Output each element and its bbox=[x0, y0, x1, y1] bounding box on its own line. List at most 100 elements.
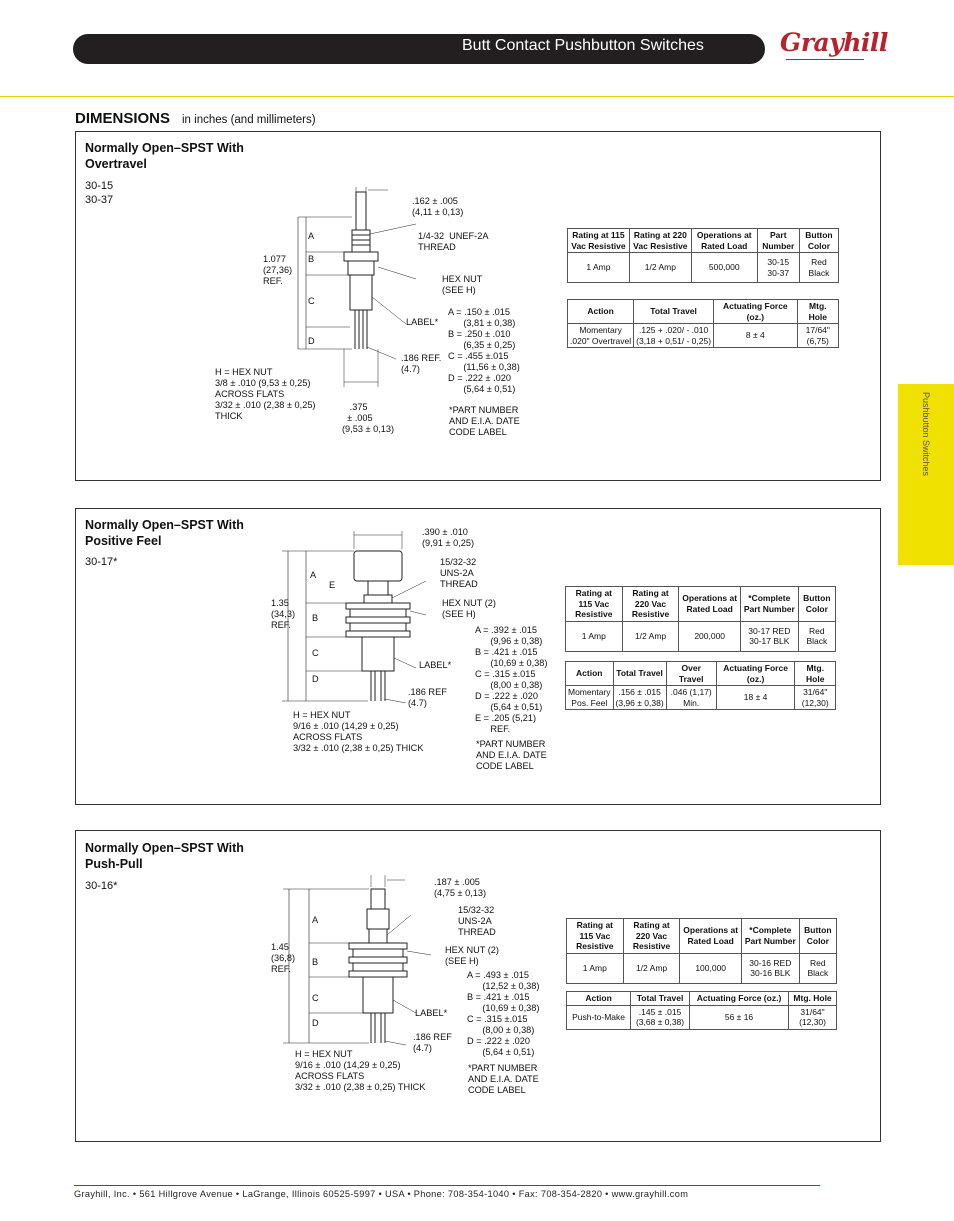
table-cell: Momentary .020" Overtravel bbox=[566, 323, 635, 348]
col-header: Rating at 220 Vac Resistive bbox=[628, 228, 692, 253]
side-tab bbox=[898, 384, 954, 565]
col-header: Actuating Force (oz.) bbox=[688, 991, 790, 1006]
part-number: 30-37 bbox=[85, 194, 114, 206]
part-number: 30-15 bbox=[85, 180, 114, 192]
table-cell: 1 Amp bbox=[567, 252, 630, 283]
table-cell: Red Black bbox=[798, 252, 840, 283]
hex-nut-label: HEX NUT (2) (SEE H) bbox=[442, 598, 496, 619]
col-header: Button Color bbox=[798, 918, 838, 954]
panel-title-line1: Normally Open–SPST With bbox=[85, 841, 244, 855]
dim-c: C bbox=[308, 296, 315, 306]
dim-c: C bbox=[312, 993, 319, 1003]
thread-label: 15/32-32 UNS-2A THREAD bbox=[458, 905, 496, 937]
col-header: Operations at Rated Load bbox=[690, 228, 758, 253]
col-header: Mtg. Hole bbox=[788, 991, 837, 1006]
table-cell: 100,000 bbox=[679, 952, 742, 984]
panel-title-line1: Normally Open–SPST With bbox=[85, 518, 244, 532]
hex-nut-note: H = HEX NUT 3/8 ± .010 (9,53 ± 0,25) ACR… bbox=[215, 367, 316, 421]
panel-title-line2: Positive Feel bbox=[85, 534, 162, 548]
table-cell: 1 Amp bbox=[566, 952, 624, 984]
table-cell: .046 (1,17) Min. bbox=[665, 685, 717, 710]
col-header: Action bbox=[565, 661, 614, 686]
table-cell: 1/2 Amp bbox=[621, 620, 680, 652]
table-cell: 1/2 Amp bbox=[622, 952, 681, 984]
part-note: *PART NUMBER AND E.I.A. DATE CODE LABEL bbox=[468, 1063, 539, 1095]
hex-nut-label: HEX NUT (2) (SEE H) bbox=[445, 945, 499, 966]
col-header: Rating at 220 Vac Resistive bbox=[622, 918, 681, 954]
table-cell: 56 ± 16 bbox=[688, 1004, 790, 1030]
col-header: Mtg. Hole bbox=[796, 299, 840, 324]
table-cell: .125 + .020/ - .010 (3,18 + 0,51/ - 0,25… bbox=[633, 323, 715, 348]
part-note: *PART NUMBER AND E.I.A. DATE CODE LABEL bbox=[449, 405, 520, 437]
panel-title-line2: Overtravel bbox=[85, 157, 147, 171]
col-header: Action bbox=[566, 299, 635, 324]
dim-bottom: .375 ± .005 (9,53 ± 0,13) bbox=[342, 402, 395, 434]
dim-a: A bbox=[312, 915, 319, 925]
col-header: Total Travel bbox=[630, 991, 690, 1006]
part-number: 30-16* bbox=[85, 880, 118, 892]
switch-drawing-positive-feel bbox=[282, 531, 427, 703]
side-tab-label: Pushbutton Switches bbox=[921, 392, 931, 477]
table-cell: 31/64" (12,30) bbox=[794, 685, 836, 710]
dim-b: B bbox=[308, 254, 315, 264]
hex-nut-note: H = HEX NUT 9/16 ± .010 (14,29 ± 0,25) A… bbox=[295, 1049, 426, 1092]
header-rule bbox=[0, 96, 954, 97]
ratings-table: Rating at 115 Vac Resistive Rating at 22… bbox=[566, 918, 838, 984]
thread-label: 15/32-32 UNS-2A THREAD bbox=[440, 557, 478, 589]
terminal-ref: .186 REF (4.7) bbox=[413, 1032, 452, 1053]
panel-positive-feel: Normally Open–SPST With Positive Feel 30… bbox=[75, 508, 881, 805]
col-header: Rating at 115 Vac Resistive bbox=[565, 586, 623, 622]
label-callout: LABEL* bbox=[419, 660, 452, 670]
table-cell: Red Black bbox=[798, 952, 838, 984]
dim-a: A bbox=[310, 570, 317, 580]
travel-table: Action Total Travel Over Travel Actuatin… bbox=[565, 661, 836, 710]
col-header: Over Travel bbox=[665, 661, 717, 686]
label-callout: LABEL* bbox=[415, 1008, 448, 1018]
dim-d: D bbox=[312, 674, 319, 684]
table-cell: 1 Amp bbox=[565, 620, 623, 652]
panel-overtravel: Normally Open–SPST With Overtravel 30-15… bbox=[75, 131, 881, 481]
label-callout: LABEL* bbox=[406, 317, 439, 327]
section-subtitle: in inches (and millimeters) bbox=[182, 114, 316, 126]
col-header: Operations at Rated Load bbox=[679, 918, 742, 954]
footer-address: Grayhill, Inc. • 561 Hillgrove Avenue • … bbox=[74, 1189, 689, 1199]
length-label: 1.35 (34,3) REF. bbox=[271, 598, 296, 630]
dim-b: B bbox=[312, 613, 319, 623]
table-cell: 1/2 Amp bbox=[628, 252, 692, 283]
table-cell: 17/64" (6,75) bbox=[796, 323, 840, 348]
switch-drawing-overtravel bbox=[297, 187, 417, 387]
page-title: Butt Contact Pushbutton Switches bbox=[462, 37, 704, 54]
thread-label: 1/4-32 UNEF-2A THREAD bbox=[418, 231, 489, 252]
logo-underline bbox=[786, 59, 864, 60]
table-cell: .145 ± .015 (3,68 ± 0,38) bbox=[630, 1004, 690, 1030]
header-bar bbox=[73, 34, 765, 64]
dim-d: D bbox=[308, 336, 315, 346]
dim-a: A bbox=[308, 231, 315, 241]
col-header: Actuating Force (oz.) bbox=[713, 299, 798, 324]
dim-top: .187 ± .005 (4,75 ± 0,13) bbox=[434, 877, 487, 898]
dim-b: B bbox=[312, 957, 319, 967]
col-header: *Complete Part Number bbox=[739, 586, 799, 622]
terminal-ref: .186 REF. (4.7) bbox=[401, 353, 442, 374]
col-header: Action bbox=[565, 991, 632, 1006]
dim-top: .390 ± .010 (9,91 ± 0,25) bbox=[422, 527, 475, 548]
col-header: Operations at Rated Load bbox=[678, 586, 741, 622]
panel-title-line2: Push-Pull bbox=[85, 857, 143, 871]
col-header: Rating at 115 Vac Resistive bbox=[567, 228, 630, 253]
col-header: Rating at 220 Vac Resistive bbox=[621, 586, 680, 622]
length-label: 1.45 (36,8) REF. bbox=[271, 942, 296, 974]
col-header: Total Travel bbox=[633, 299, 715, 324]
footer-rule bbox=[74, 1185, 820, 1186]
col-header: Button Color bbox=[797, 586, 837, 622]
table-cell: 30-16 RED 30-16 BLK bbox=[740, 952, 800, 984]
table-cell: 18 ± 4 bbox=[715, 685, 796, 710]
col-header: *Complete Part Number bbox=[740, 918, 800, 954]
panel-title-line1: Normally Open–SPST With bbox=[85, 141, 244, 155]
panel-push-pull: Normally Open–SPST With Push-Pull 30-16* bbox=[75, 830, 881, 1142]
length-label: 1.077 (27,36) REF. bbox=[263, 254, 293, 286]
table-cell: Momentary Pos. Feel bbox=[565, 685, 614, 710]
col-header: Total Travel bbox=[612, 661, 667, 686]
col-header: Button Color bbox=[798, 228, 840, 253]
switch-drawing-push-pull bbox=[283, 875, 432, 1046]
travel-table: Action Total Travel Actuating Force (oz.… bbox=[566, 299, 840, 348]
